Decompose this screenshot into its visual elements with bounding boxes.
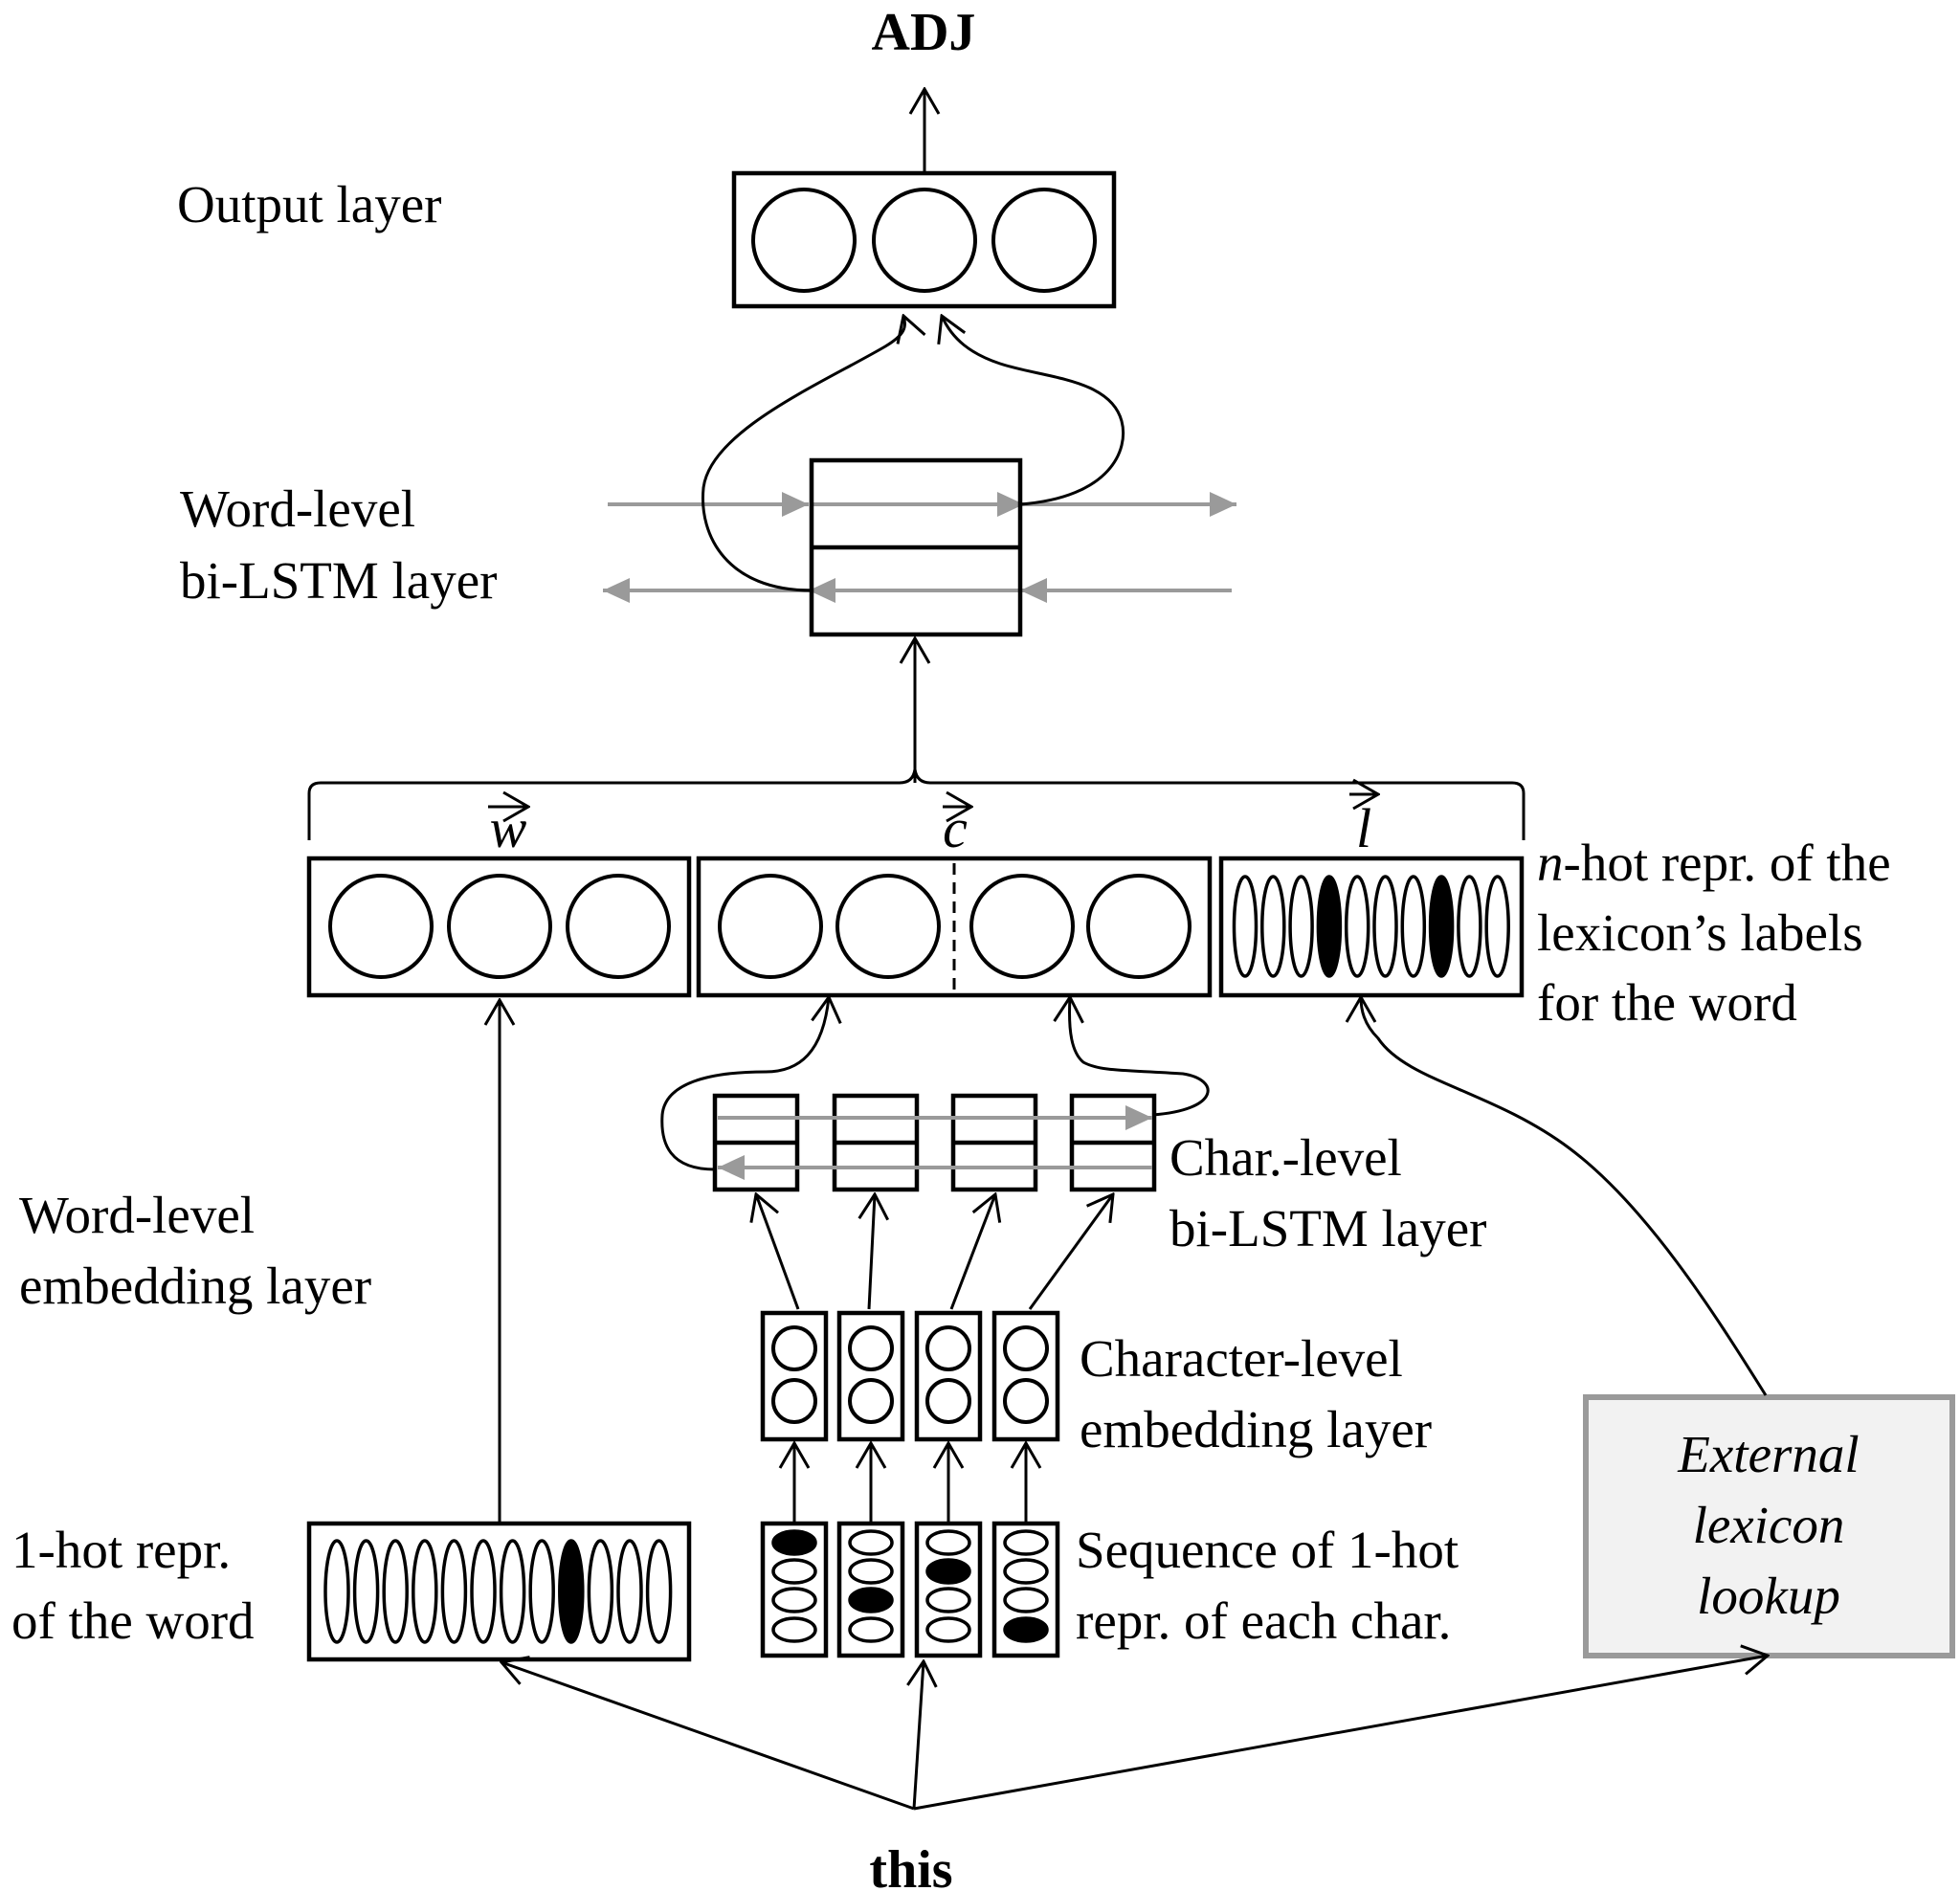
char-onehot-bit	[925, 1616, 971, 1643]
char-bilstm-backward-curve	[660, 997, 829, 1171]
lexicon-nhot-bit	[1288, 875, 1314, 978]
vector-symbol-l: l	[1356, 797, 1371, 859]
char-onehot-bit	[1003, 1587, 1049, 1613]
char-embedding-neuron	[771, 1325, 817, 1371]
char-vector-neuron	[969, 874, 1075, 979]
char-onehot-bit	[925, 1587, 971, 1613]
char-onehot-bit	[771, 1558, 817, 1585]
label-char-seq-2: repr. of each char.	[1076, 1591, 1451, 1650]
char-onehot-bit	[925, 1529, 971, 1556]
char-onehot-bit	[1003, 1558, 1049, 1585]
word-onehot-bit	[616, 1539, 643, 1644]
char-onehot-bit	[848, 1529, 894, 1556]
label-nhot-2: lexicon’s labels	[1537, 903, 1863, 962]
label-word-embedding-2: embedding layer	[19, 1257, 371, 1315]
word-embedding-neuron	[328, 874, 434, 979]
arrow-char-emb-to-char-lstm	[869, 1194, 875, 1310]
arrow-char-emb-to-char-lstm	[1028, 1194, 1113, 1310]
label-word-bilstm-1: Word-level	[180, 479, 415, 538]
word-onehot-bit	[382, 1539, 409, 1644]
char-onehot-bit	[1003, 1529, 1049, 1556]
word-onehot-bit	[323, 1539, 350, 1644]
word-onehot-active-bit	[558, 1539, 585, 1644]
external-lookup-line3: lookup	[1697, 1567, 1840, 1625]
label-word-bilstm-2: bi-LSTM layer	[180, 551, 497, 610]
word-onehot-bit	[499, 1539, 526, 1644]
word-onehot-bit	[470, 1539, 497, 1644]
lexicon-nhot-bit	[1372, 875, 1398, 978]
lexicon-nhot-bit	[1232, 875, 1258, 978]
word-onehot-ellipses	[323, 1539, 673, 1644]
output-neuron	[872, 188, 977, 293]
external-lookup-line2: lexicon	[1693, 1496, 1845, 1554]
bilstm-backward-to-output-curve	[701, 316, 904, 592]
char-onehot-bit	[848, 1616, 894, 1643]
char-embedding-neuron	[925, 1325, 971, 1371]
char-onehot-bit	[848, 1558, 894, 1585]
external-lookup-line1: External	[1677, 1425, 1859, 1483]
word-onehot-bit	[412, 1539, 438, 1644]
label-one-hot-word-1: 1-hot repr.	[11, 1521, 231, 1579]
char-embedding-neuron	[848, 1325, 894, 1371]
output-neuron	[991, 188, 1097, 293]
word-onehot-bit	[352, 1539, 380, 1644]
output-neuron	[751, 188, 857, 293]
word-onehot-bit	[645, 1539, 673, 1644]
label-char-embedding-1: Character-level	[1080, 1329, 1403, 1388]
char-vector-neuron	[835, 874, 941, 979]
char-embedding-neuron	[848, 1378, 894, 1424]
bilstm-forward-to-output-curve	[942, 316, 1125, 506]
label-char-bilstm-2: bi-LSTM layer	[1169, 1199, 1486, 1257]
char-vector-neuron	[718, 874, 823, 979]
word-onehot-bit	[528, 1539, 555, 1644]
label-nhot-3: for the word	[1537, 973, 1797, 1032]
arrow-input-to-char-seq	[914, 1661, 924, 1810]
char-embedding-neuron	[771, 1378, 817, 1424]
arrow-input-to-lexicon-lookup	[913, 1656, 1768, 1811]
char-onehot-active-bit	[848, 1587, 894, 1613]
word-onehot-bit	[440, 1539, 468, 1644]
lexicon-nhot-bit	[1344, 875, 1370, 978]
label-word-embedding-1: Word-level	[19, 1186, 255, 1244]
char-onehot-bit	[771, 1616, 817, 1643]
word-embedding-neuron	[447, 874, 552, 979]
label-one-hot-word-2: of the word	[11, 1591, 255, 1650]
word-embedding-neuron	[566, 874, 671, 979]
label-nhot-1: n-hot repr. of the	[1537, 834, 1891, 892]
char-embedding-neuron	[1003, 1378, 1049, 1424]
external-lexicon-lookup-box	[1583, 1394, 1955, 1658]
label-output-layer: Output layer	[177, 175, 441, 234]
char-onehot-active-bit	[1003, 1616, 1049, 1643]
arrow-char-emb-to-char-lstm	[949, 1194, 995, 1310]
output-label-adj: ADJ	[872, 3, 976, 62]
arrow-input-to-word-onehot	[501, 1662, 915, 1811]
char-onehot-ellipses	[771, 1529, 1049, 1643]
char-vector-neuron	[1086, 874, 1192, 979]
arrow-char-emb-to-char-lstm	[756, 1194, 800, 1310]
lexicon-nhot-active-bit	[1428, 875, 1455, 978]
input-word: this	[869, 1840, 952, 1891]
arrow-lexicon-to-nhot	[1361, 997, 1768, 1396]
char-onehot-active-bit	[771, 1529, 817, 1556]
char-bilstm-forward-curve	[1070, 997, 1210, 1117]
lexicon-nhot-bit	[1400, 875, 1427, 978]
lexicon-nhot-bit	[1260, 875, 1286, 978]
lexicon-nhot-bit	[1484, 875, 1510, 978]
char-onehot-bit	[771, 1587, 817, 1613]
label-char-bilstm-1: Char.-level	[1169, 1128, 1402, 1187]
lexicon-nhot-ellipses	[1232, 875, 1510, 978]
word-onehot-bit	[587, 1539, 614, 1644]
char-embedding-neuron	[1003, 1325, 1049, 1371]
label-char-seq-1: Sequence of 1-hot	[1076, 1521, 1459, 1579]
char-onehot-active-bit	[925, 1558, 971, 1585]
char-embedding-neuron	[925, 1378, 971, 1424]
concatenation-brace	[307, 768, 1526, 840]
label-char-embedding-2: embedding layer	[1080, 1400, 1432, 1458]
lexicon-nhot-bit	[1457, 875, 1482, 978]
lexicon-nhot-active-bit	[1316, 875, 1343, 978]
